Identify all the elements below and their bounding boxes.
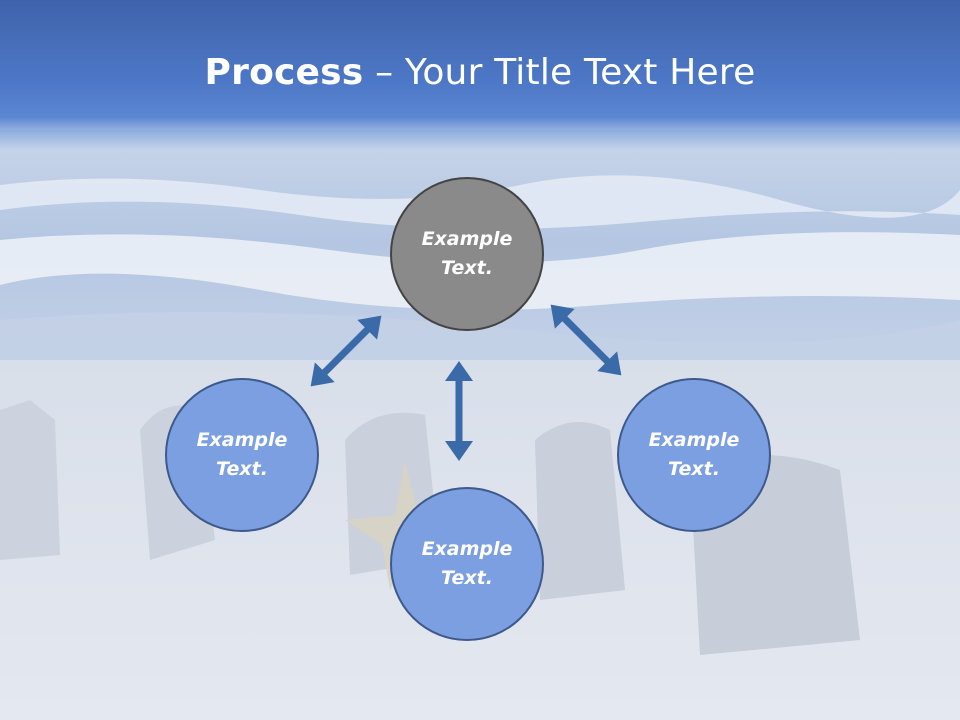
title-band [0, 0, 960, 150]
process-node-label: Example Text. [421, 228, 513, 279]
process-node-right: Example Text. [617, 378, 771, 532]
process-node-label: Example Text. [196, 429, 288, 480]
process-node-label: Example Text. [648, 429, 740, 480]
double-headed-arrow-icon [550, 304, 622, 376]
double-headed-arrow-icon [445, 361, 473, 461]
double-headed-arrow-icon [310, 315, 382, 387]
process-node-label: Example Text. [421, 538, 513, 589]
process-node-top: Example Text. [390, 177, 544, 331]
title-bold: Process [204, 52, 364, 93]
slide-title: Process – Your Title Text Here [0, 52, 960, 93]
title-rest: – Your Title Text Here [363, 52, 756, 93]
process-node-bottom: Example Text. [390, 487, 544, 641]
process-node-left: Example Text. [165, 378, 319, 532]
